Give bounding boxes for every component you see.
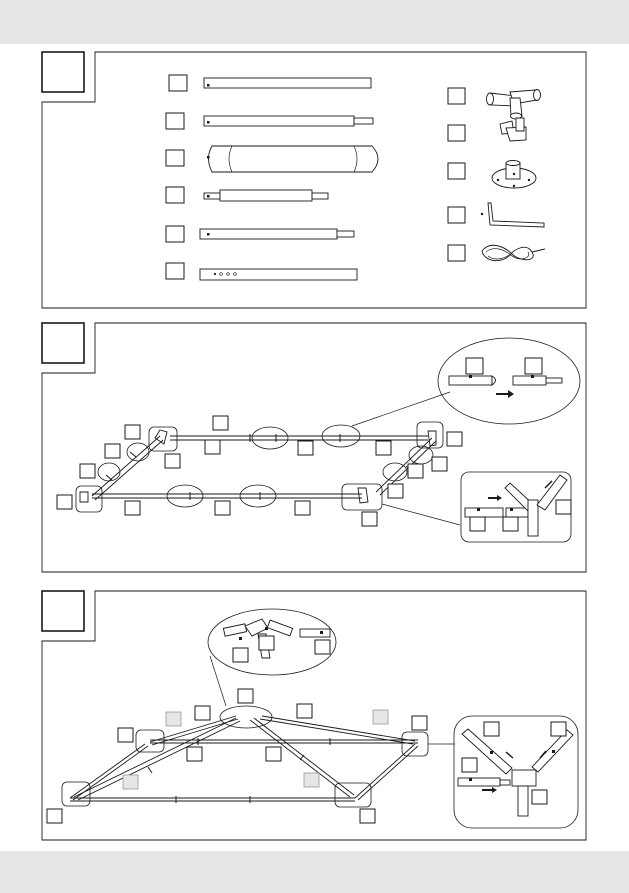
part-label-box bbox=[166, 263, 184, 279]
part-label-box bbox=[448, 207, 465, 223]
part-label-box bbox=[166, 113, 184, 129]
step-number-box bbox=[42, 52, 84, 92]
pole-long bbox=[204, 78, 371, 88]
step-number-box bbox=[42, 591, 84, 631]
panel-base-frame-assembly bbox=[42, 323, 586, 572]
pole-with-holes bbox=[200, 269, 357, 280]
pole-short bbox=[200, 229, 337, 239]
pole-center-section bbox=[220, 190, 312, 201]
panel-frame bbox=[42, 591, 586, 840]
part-label-box bbox=[448, 88, 465, 104]
part-label-box bbox=[169, 75, 187, 91]
panel-roof-frame-assembly bbox=[42, 591, 586, 840]
part-label-box bbox=[166, 187, 184, 203]
corner-connector-icon bbox=[500, 118, 526, 141]
allen-key-icon bbox=[481, 203, 544, 227]
part-label-box bbox=[448, 125, 465, 141]
part-label-box bbox=[448, 245, 465, 261]
part-label-box bbox=[166, 150, 184, 166]
strap-bundle-icon bbox=[482, 245, 545, 260]
pole-with-sleeve bbox=[204, 116, 354, 126]
part-label-box bbox=[448, 163, 465, 179]
panel-parts-overview bbox=[42, 52, 586, 308]
bottom-band bbox=[0, 851, 629, 893]
roof-part-labels bbox=[47, 689, 427, 823]
part-label-box bbox=[166, 226, 184, 242]
step-number-box bbox=[42, 323, 84, 363]
storage-bag bbox=[209, 146, 379, 172]
top-band bbox=[0, 0, 629, 44]
three-way-connector-icon bbox=[487, 90, 541, 120]
ground-plate-icon bbox=[492, 161, 536, 189]
panel-frame bbox=[42, 323, 586, 572]
